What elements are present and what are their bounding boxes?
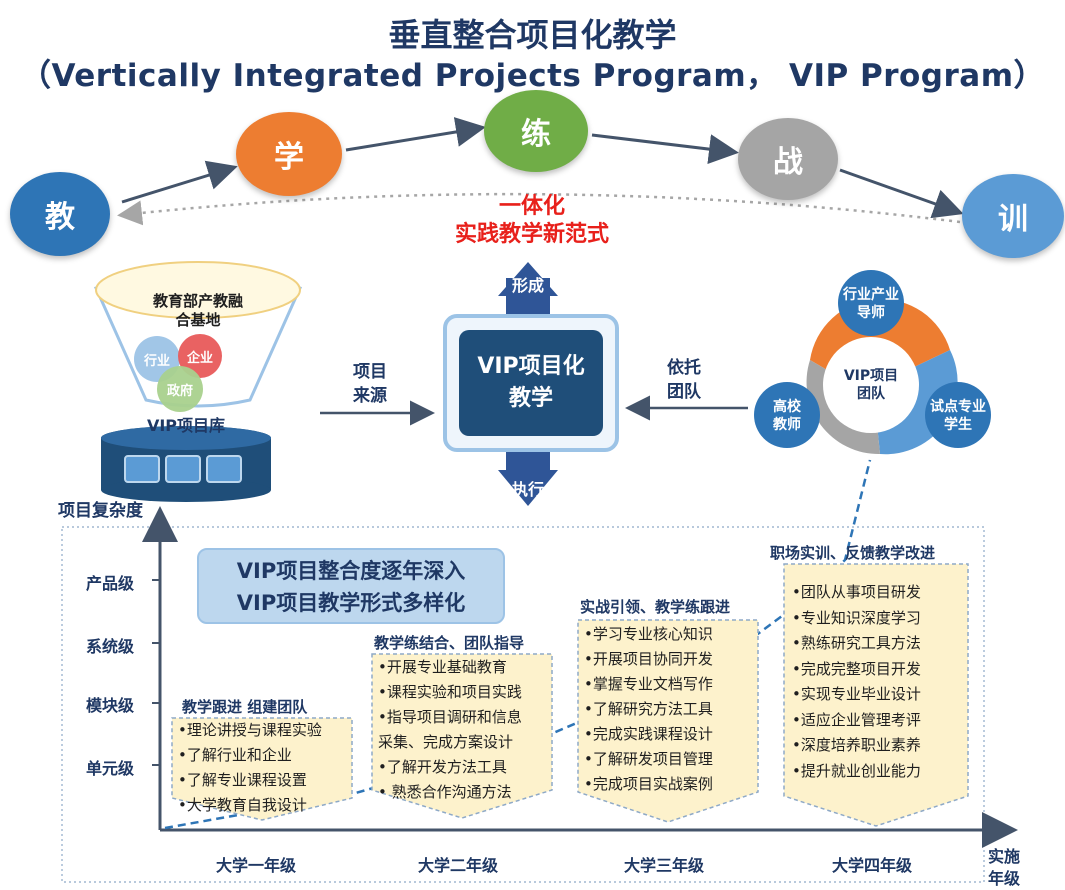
team-node-teacher (754, 382, 820, 448)
node-jiao: 教 (10, 172, 110, 256)
list-item: •了解研发项目管理 (584, 750, 713, 768)
node-zhan: 战 (738, 118, 838, 200)
stage4-shape (783, 563, 969, 827)
team-industry-label: 行业产业导师 (843, 287, 899, 321)
team-student-label: 试点专业学生 (930, 399, 986, 433)
list-item: •团队从事项目研发 (792, 583, 921, 601)
list-item: •适应企业管理考评 (792, 710, 921, 729)
list-item: •掌握专业文档写作 (584, 675, 713, 693)
list-item: 采集、完成方案设计 (378, 733, 514, 751)
level-product: 产品级 (86, 574, 135, 593)
node-xue: 学 (236, 112, 342, 196)
stage2-title: 教学练结合、团队指导 (374, 634, 525, 652)
arrow-xue-lian (345, 117, 486, 152)
level-unit: 单元级 (86, 759, 135, 778)
list-item: •完成完整项目开发 (792, 659, 921, 678)
x-axis-label: 实施年级 (988, 847, 1021, 888)
team-center-label: VIP项目团队 (843, 368, 899, 402)
list-item: •开展项目协同开发 (584, 650, 713, 668)
page-title: 垂直整合项目化教学 (388, 16, 677, 54)
stage2-list: •开展专业基础教育 •课程实验和项目实践 •指导项目调研和信息 采集、完成方案设… (378, 655, 522, 805)
year-3: 大学三年级 (624, 856, 705, 875)
arrow-feedback-dotted (117, 192, 961, 226)
rely-label: 依托团队 (667, 358, 701, 402)
vip-core-box: VIP项目化教学 (459, 330, 603, 436)
ball-government: 政府 (157, 366, 203, 412)
stage1-shape (171, 717, 353, 821)
list-item: •完成实践课程设计 (584, 725, 713, 743)
arrow-zhan-xun (839, 168, 964, 219)
y-axis-label: 项目复杂度 (58, 501, 143, 521)
db-slot-1 (124, 455, 160, 483)
arrow-jiao-xue (121, 160, 238, 204)
year-2: 大学二年级 (418, 856, 499, 875)
node-lian: 练 (484, 90, 588, 172)
level-module: 模块级 (86, 696, 135, 715)
level-system: 系统级 (86, 637, 135, 656)
year-1: 大学一年级 (216, 856, 297, 875)
stage3-shape (577, 619, 759, 823)
list-item: •大学教育自我设计 (178, 796, 307, 814)
stage4-title: 职场实训、反馈教学改进 (770, 544, 936, 562)
list-item: •提升就业创业能力 (792, 761, 921, 780)
list-item: •理论讲授与课程实验 (178, 721, 322, 739)
team-teacher-label: 高校教师 (773, 399, 801, 433)
node-xun: 训 (962, 174, 1064, 258)
list-item: •完成项目实战案例 (584, 775, 713, 793)
list-item: •熟练研究工具方法 (792, 634, 921, 652)
source-label: 项目来源 (353, 362, 387, 406)
timeline-frame (61, 526, 985, 883)
list-item: •学习专业核心知识 (584, 625, 713, 643)
page-subtitle: （Vertically Integrated Projects Program，… (19, 58, 1045, 94)
stage1-list: •理论讲授与课程实验 •了解行业和企业 •了解专业课程设置 •大学教育自我设计 (178, 718, 322, 818)
list-item: •专业知识深度学习 (792, 608, 921, 627)
team-center (823, 337, 919, 433)
form-label: 形成 (511, 276, 544, 295)
funnel-top-text: 教育部产教融合基地 (152, 292, 243, 329)
list-item: •课程实验和项目实践 (378, 683, 522, 701)
list-item: •了解专业课程设置 (178, 771, 307, 789)
paradigm-line2: 实践教学新范式 (454, 222, 609, 247)
team-node-industry (838, 270, 904, 336)
stage3-title: 实战引领、教学练跟进 (580, 598, 731, 616)
arrow-lian-zhan (591, 133, 739, 165)
db-slot-2 (165, 455, 201, 483)
year-4: 大学四年级 (832, 856, 913, 875)
stage1-title: 教学跟进 组建团队 (182, 698, 308, 716)
paradigm-line1: 一体化 (498, 194, 565, 219)
team-node-student (925, 382, 991, 448)
list-item: • 熟悉合作沟通方法 (378, 783, 512, 801)
stage4-list: •团队从事项目研发 •专业知识深度学习 •熟练研究工具方法 •完成完整项目开发 … (792, 580, 921, 784)
list-item: •了解开发方法工具 (378, 758, 507, 776)
stage2-shape (371, 653, 553, 819)
execute-label: 执行 (511, 480, 544, 499)
db-slot-3 (206, 455, 242, 483)
list-item: •了解研究方法工具 (584, 700, 713, 718)
list-item: •了解行业和企业 (178, 746, 292, 764)
list-item: •深度培养职业素养 (792, 736, 921, 754)
list-item: •实现专业毕业设计 (792, 685, 921, 703)
stage3-list: •学习专业核心知识 •开展项目协同开发 •掌握专业文档写作 •了解研究方法工具 … (584, 622, 713, 797)
vip-library-label: VIP项目库 (146, 416, 226, 435)
list-item: •指导项目调研和信息 (378, 708, 522, 726)
execute-arrow (498, 470, 558, 506)
list-item: •开展专业基础教育 (378, 658, 507, 676)
vip-core-frame: VIP项目化教学 (443, 314, 619, 452)
